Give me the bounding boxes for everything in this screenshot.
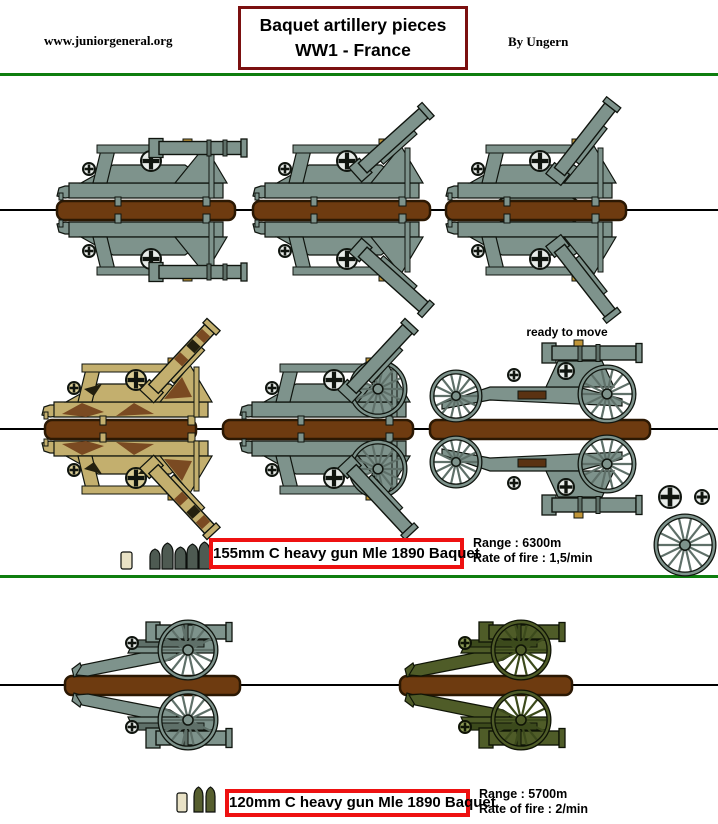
handwheel-icon [557, 478, 575, 496]
rate-of-fire-value-120: Rate of fire : 2/min [479, 802, 589, 816]
figure-155-camouflage [41, 317, 222, 541]
handwheel-icon [265, 381, 279, 395]
artillery-shell-icon [205, 786, 216, 813]
fold-bar [63, 674, 242, 697]
propellant-case-icon [120, 551, 133, 570]
handwheel-icon [557, 362, 575, 380]
handwheel-icon [82, 162, 96, 176]
ammo-120-group [176, 786, 216, 813]
spare-parts-group [653, 485, 717, 577]
page-title-line1: Baquet artillery pieces [259, 15, 447, 35]
handwheel-icon [507, 476, 521, 490]
artillery-shell-icon [186, 543, 199, 570]
figure-155-firing-level [56, 137, 248, 283]
fold-line [0, 684, 718, 686]
handwheel-icon [471, 244, 485, 258]
figure-155-firing-elevated [252, 101, 436, 319]
gun-name-label-120: 120mm C heavy gun Mle 1890 Baquet [225, 789, 496, 817]
figure-120-gray [71, 619, 233, 751]
handwheel-icon [529, 150, 551, 172]
handwheel-icon [507, 368, 521, 382]
spoked-wheel [653, 513, 717, 577]
spoked-wheel [429, 369, 483, 423]
figure-120-olive [404, 619, 566, 751]
handwheel-icon [67, 463, 81, 477]
handwheel-icon [82, 244, 96, 258]
spoked-wheel [490, 689, 552, 751]
handwheel-icon [278, 244, 292, 258]
fold-bar [398, 674, 574, 697]
handwheel-icon [265, 463, 279, 477]
page-title-line2: WW1 - France [295, 40, 411, 60]
handwheel-icon [67, 381, 81, 395]
handwheel-icon [658, 485, 682, 509]
spoked-wheel [577, 434, 637, 494]
artillery-shell-icon [161, 542, 174, 570]
handwheel-icon [278, 162, 292, 176]
fold-bar [221, 418, 415, 441]
handwheel-icon [125, 636, 139, 650]
spoked-wheel [429, 435, 483, 489]
handwheel-icon [694, 489, 710, 505]
artillery-shell-icon [174, 546, 187, 570]
handwheel-icon [125, 720, 139, 734]
fold-bar [43, 418, 198, 441]
spoked-wheel [577, 364, 637, 424]
gun-specs-120: Range : 5700m Rate of fire : 2/min [479, 787, 588, 817]
figure-155-with-wheel [239, 317, 420, 541]
range-value-155: Range : 6300m [473, 536, 562, 550]
title-box: Baquet artillery pieces WW1 - France [238, 6, 468, 70]
artillery-shell-icon [193, 786, 204, 813]
handwheel-icon [323, 467, 345, 489]
byline: By Ungern [508, 34, 569, 49]
figure-155-firing-high-elevation [445, 95, 622, 325]
fold-bar [428, 418, 652, 441]
propellant-case-icon [176, 792, 188, 813]
ammo-155-group [120, 541, 211, 570]
range-value-120: Range : 5700m [479, 787, 568, 801]
rate-of-fire-value-155: Rate of fire : 1,5/min [473, 551, 593, 565]
artillery-shell-icon [149, 548, 161, 570]
handwheel-icon [529, 248, 551, 270]
figure-155-ready-to-move [429, 339, 643, 519]
fold-bar [251, 199, 432, 222]
spoked-wheel [157, 689, 219, 751]
handwheel-icon [323, 369, 345, 391]
section-divider [0, 73, 718, 76]
spoked-wheel [157, 619, 219, 681]
ready-to-move-caption: ready to move [526, 325, 608, 339]
spoked-wheel [490, 619, 552, 681]
section-divider [0, 575, 718, 578]
gun-name-label-155: 155mm C heavy gun Mle 1890 Baquet [209, 538, 480, 569]
gun-specs-155: Range : 6300m Rate of fire : 1,5/min [473, 536, 592, 566]
handwheel-icon [471, 162, 485, 176]
fold-bar [444, 199, 628, 222]
handwheel-icon [458, 636, 472, 650]
site-url: www.juniorgeneral.org [44, 33, 173, 48]
handwheel-icon [458, 720, 472, 734]
fold-bar [55, 199, 237, 222]
